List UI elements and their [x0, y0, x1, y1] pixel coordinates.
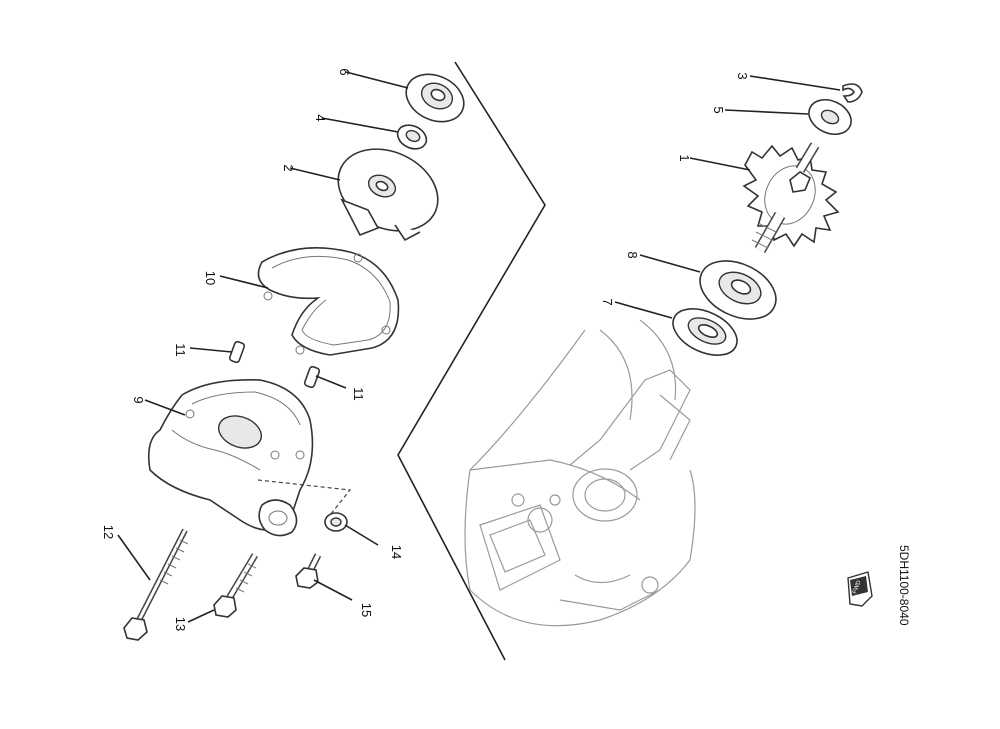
part-12-long-bolt	[123, 528, 189, 641]
callout-7: 7	[600, 298, 615, 305]
leader-lines	[117, 71, 841, 623]
part-8-bearing	[699, 260, 777, 320]
part-3-circlip	[842, 83, 863, 103]
crankcase-outline	[464, 319, 696, 627]
callout-13: 13	[173, 617, 188, 631]
fwd-label: FWD	[852, 579, 863, 595]
callout-4: 4	[313, 114, 328, 121]
part-2-impeller	[337, 148, 439, 242]
part-11-dowel-pin-a	[228, 340, 246, 364]
part-14-washer	[324, 512, 348, 532]
callout-2: 2	[281, 164, 296, 171]
callout-5: 5	[711, 106, 726, 113]
callout-1: 1	[677, 154, 692, 161]
part-15-screw	[295, 553, 322, 589]
callout-8: 8	[625, 251, 640, 258]
part-5-washer	[808, 98, 852, 136]
callout-11-lower: 11	[351, 387, 366, 401]
callout-12: 12	[101, 525, 116, 539]
callout-3: 3	[735, 72, 750, 79]
part-6-bearing	[405, 73, 465, 123]
part-7-oil-seal	[672, 308, 738, 356]
part-4-oil-seal	[396, 124, 428, 150]
part-11-dowel-pin-b	[303, 365, 321, 389]
callout-15: 15	[359, 603, 374, 617]
callout-14: 14	[389, 545, 404, 559]
part-9-pump-housing	[147, 378, 314, 537]
part-10-gasket	[257, 247, 400, 356]
callout-11-upper: 11	[173, 343, 188, 357]
callout-9: 9	[131, 396, 146, 403]
part-1-impeller-shaft-gear	[742, 142, 840, 253]
callout-10: 10	[203, 271, 218, 285]
callout-6: 6	[337, 68, 352, 75]
dashed-leader-9-14	[257, 479, 352, 516]
assembly-boundary-line	[397, 61, 546, 661]
callout-labels: 6 4 2 10 11 11 9 12 13 15 14 3 5 1 8 7	[101, 68, 750, 631]
fwd-arrow-icon: FWD	[847, 571, 873, 607]
part-13-short-bolt	[213, 553, 259, 618]
drawing-code: 5DH1100-8040	[897, 545, 911, 626]
